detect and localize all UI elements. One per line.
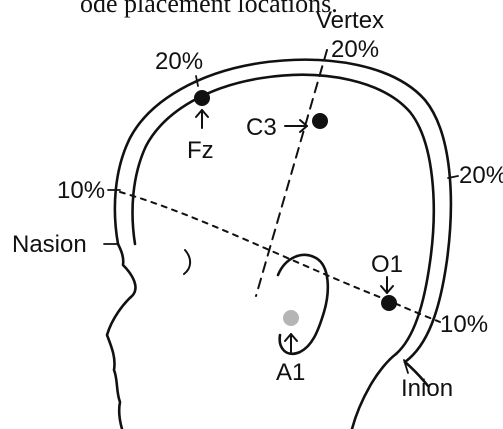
fz-20pct-leader xyxy=(196,76,198,86)
fz-electrode xyxy=(194,90,210,106)
clipped-header: ode placement locations. xyxy=(80,0,338,18)
c3-electrode xyxy=(312,113,328,129)
nasion-label: Nasion xyxy=(12,231,87,258)
fz-arrow xyxy=(196,110,208,128)
o1-label: O1 xyxy=(371,251,403,278)
vertex-label: Vertex xyxy=(316,7,384,34)
a1-electrode xyxy=(283,310,299,326)
o1-electrode xyxy=(381,295,397,311)
front-10pct-label: 10% xyxy=(57,177,105,204)
c3-arrow xyxy=(285,120,307,132)
fz-20pct-label: 20% xyxy=(155,48,203,75)
back-20pct-label: 20% xyxy=(459,162,503,189)
vertex-20pct-label: 20% xyxy=(331,36,379,63)
a1-label: A1 xyxy=(276,359,305,386)
inion-label: Inion xyxy=(401,375,453,402)
a1-arrow xyxy=(285,334,297,352)
o1-arrow xyxy=(381,277,393,293)
fz-label: Fz xyxy=(187,137,214,164)
rear-10pct-label: 10% xyxy=(440,311,488,338)
c3-label: C3 xyxy=(246,114,277,141)
